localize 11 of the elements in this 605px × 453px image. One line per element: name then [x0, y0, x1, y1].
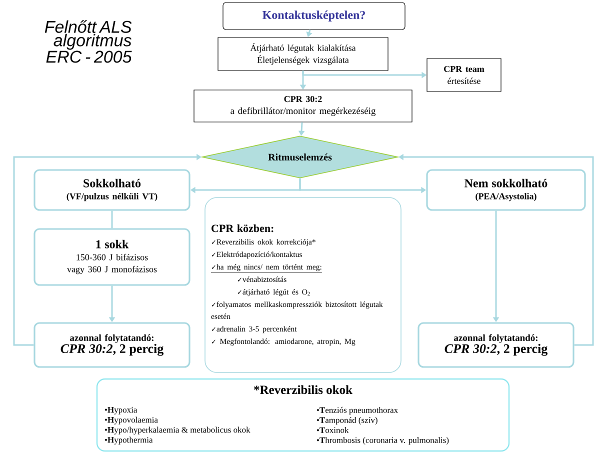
process-box: CPR team értesítése — [426, 58, 502, 92]
process-box: Nem sokkolható (PEA/Asystolia) — [426, 169, 586, 211]
question-box: Kontaktusképtelen? — [222, 2, 406, 30]
process-box: azonnal folytatandó: CPR 30:2, 2 percig — [34, 322, 190, 368]
process-box: CPR 30:2 a defibrillátor/monitor megérkezéséig — [194, 90, 412, 122]
title: Felnőtt ALS algoritmus ERC - 2005 — [44, 20, 132, 63]
process-box: Átjárható légutak kialakítása Életjelenségek vizsgálata — [218, 37, 388, 71]
process-box: 1 sokk 150-360 J bifázisos vagy 360 J monofázisos — [34, 228, 190, 286]
process-box: Sokkolható (VF/pulzus nélküli VT) — [34, 169, 190, 211]
causes-box: *Reverzibilis okok •Hypoxia •Hypovolaemia •Hypo/hyperkalaemia & metabolicus okok •Hypothermia •Tenziós pneumothorax •Tamponád (szív) •Toxinok •Thrombosis (coronaria v. pulmonalis) — [96, 378, 510, 452]
process-box: azonnal folytatandó: CPR 30:2, 2 percig — [418, 322, 574, 368]
